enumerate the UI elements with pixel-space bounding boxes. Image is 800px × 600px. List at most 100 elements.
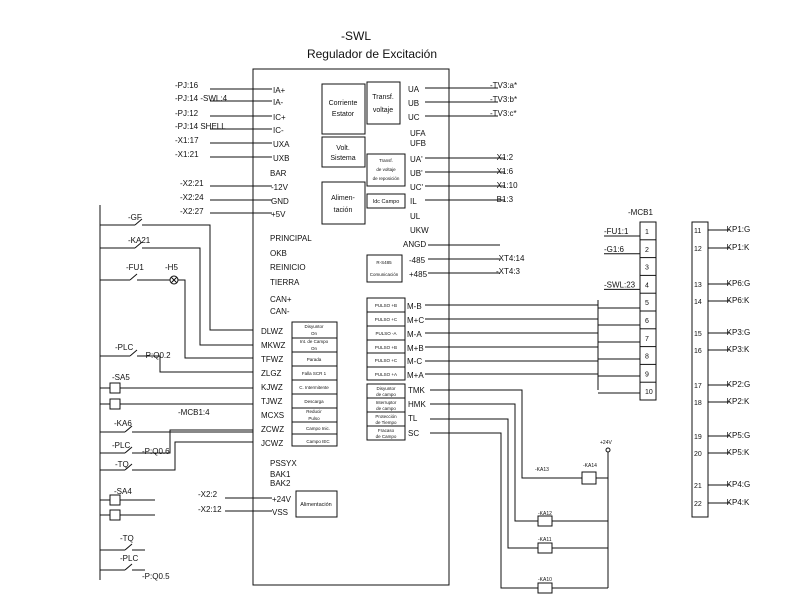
transf-output-lines xyxy=(425,87,498,117)
pulse-pin-3: M+B xyxy=(407,344,424,353)
block-volt-l1: Volt. xyxy=(336,145,350,152)
pin-485-plus: +485 xyxy=(409,270,428,279)
dev-plc3: -PLC xyxy=(120,554,138,563)
mcb-left-terminal: 1 xyxy=(645,229,649,236)
label-plus24v: +24V xyxy=(600,440,612,446)
transf-l2: voltaje xyxy=(373,107,393,114)
pulse-desc-0: PULSO +B xyxy=(375,303,397,308)
dev-gf: -GF xyxy=(128,213,142,222)
pin-ua: UA xyxy=(408,85,420,94)
contact-ka10: -KA10 xyxy=(538,577,552,583)
mcb-right-ref: -KP5:G xyxy=(724,431,750,440)
relay-d1-1: Interruptor xyxy=(376,400,397,405)
desc-mcxs-1: Reducir xyxy=(306,409,322,414)
mcb-right-terminal: 11 xyxy=(694,228,701,235)
ref-x2-21: -X2:21 xyxy=(180,179,204,188)
desc-mkwz-1: Int. de Campo xyxy=(300,339,329,344)
pulse-pin-4: M-C xyxy=(407,357,422,366)
pulse-to-mcb-bus xyxy=(597,300,640,394)
mcb-left-terminal: 8 xyxy=(645,354,649,361)
desc-tfwz: Parada xyxy=(307,357,322,362)
supply-block xyxy=(295,490,338,518)
dev-ka6: -KA6 xyxy=(114,419,132,428)
ref-b1-3: -B1:3 xyxy=(494,195,514,204)
mcb-right-strip xyxy=(691,221,709,518)
pulse-desc-1: PULSO +C xyxy=(375,317,398,322)
pin-ub: UB xyxy=(408,99,419,108)
label-principal: PRINCIPAL xyxy=(270,234,312,243)
mcb-right-terminal: 15 xyxy=(694,331,702,338)
ref-pj12: -PJ:12 xyxy=(175,109,199,118)
mcb-right-ref: -KP5:K xyxy=(724,448,750,457)
pin-uxa: UXA xyxy=(273,140,290,149)
dev-p02: -P:Q0.2 xyxy=(143,351,171,360)
pulse-desc-2: PULSO -A xyxy=(375,331,396,336)
desc-kjwz: C. Intermitente xyxy=(299,385,329,390)
mcb-right-terminal: 17 xyxy=(694,383,702,390)
ref-x1-21: -X1:21 xyxy=(175,150,199,159)
dev-mcb1-4: -MCB1:4 xyxy=(178,408,210,417)
pin-uc-prime: UC' xyxy=(410,183,424,192)
pin-ic-plus: IC+ xyxy=(273,113,286,122)
idc-label: Idc Campo xyxy=(373,199,400,205)
ref-x1-6: -X1:6 xyxy=(494,167,514,176)
label-ul: UL xyxy=(410,212,421,221)
pin-ub-prime: UB' xyxy=(410,169,423,178)
transf-rep-l2: de voltaje xyxy=(376,167,396,172)
desc-dlwz-1: Disyuntor xyxy=(304,324,324,329)
pin-il: IL xyxy=(410,197,417,206)
desc-mkwz-2: On xyxy=(311,346,318,351)
mcb-right-terminal: 14 xyxy=(694,299,702,306)
mcb-right-ref: -KP6:K xyxy=(724,296,750,305)
ref-xt4-3: -XT4:3 xyxy=(496,267,521,276)
mcb-right-terminal: 16 xyxy=(694,348,702,355)
desc-zlgz: Falla SCR 1 xyxy=(302,371,327,376)
mcb-left-terminal: 10 xyxy=(645,389,653,396)
label-ufa: UFA xyxy=(410,129,426,138)
pulse-pin-0: M-B xyxy=(407,302,422,311)
coil-ka14: -KA14 xyxy=(583,463,597,469)
block-alimentacion xyxy=(321,181,366,225)
pulse-desc-4: PULSO +C xyxy=(375,358,398,363)
mcb-right-ref: -KP2:G xyxy=(724,380,750,389)
ref-tv3-c: -TV3:c* xyxy=(490,109,517,118)
block-volt-l2: Sistema xyxy=(330,155,355,162)
contact-ka11: -KA11 xyxy=(538,537,552,543)
transf-rep-l3: de reposición xyxy=(373,176,400,181)
relay-pin-tl: TL xyxy=(408,414,418,423)
desc-tjwz: Descarga xyxy=(304,399,324,404)
control-input-block xyxy=(291,321,338,447)
mcb-left-terminal: 4 xyxy=(645,282,649,289)
label-can-minus: CAN- xyxy=(270,307,290,316)
mcb-right-terminal: 19 xyxy=(694,434,702,441)
device-title: Regulador de Excitación xyxy=(307,47,437,61)
relay-pin-tmk: TMK xyxy=(408,386,426,395)
pin-gnd: GND xyxy=(271,197,289,206)
ref-x1-2: -X1:2 xyxy=(494,153,514,162)
mcb-right-ref: -KP4:K xyxy=(724,498,750,507)
pin-neg12v: -12V xyxy=(271,183,289,192)
pin-plus5v: +5V xyxy=(271,210,286,219)
contact-ka13: -KA13 xyxy=(535,467,549,473)
pin-485-minus: -485 xyxy=(409,256,426,265)
mcb-right-ref: -KP3:K xyxy=(724,345,750,354)
pin-24v: +24V xyxy=(272,495,292,504)
relay-wiring xyxy=(430,389,611,594)
ref-pj14-shell: -PJ:14 SHELL xyxy=(175,122,226,131)
label-okb: OKB xyxy=(270,249,287,258)
device-tag: -SWL xyxy=(341,29,371,43)
pin-ia-minus: IA- xyxy=(273,98,284,107)
mcb-right-ref: -KP2:K xyxy=(724,397,750,406)
mcb-left-ref: -FU1:1 xyxy=(604,227,629,236)
ref-x1-17: -X1:17 xyxy=(175,136,199,145)
mcb-right-terminal: 18 xyxy=(694,400,702,407)
relay-pin-sc: SC xyxy=(408,429,419,438)
pulse-pin-2: M-A xyxy=(407,330,422,339)
relay-d1-2: Protección xyxy=(375,414,397,419)
mcb-right-terminal: 13 xyxy=(694,282,702,289)
mcb-left-terminal: 5 xyxy=(645,300,649,307)
block-pulse xyxy=(366,297,406,381)
rs485-l1: R-S485 xyxy=(376,260,392,265)
